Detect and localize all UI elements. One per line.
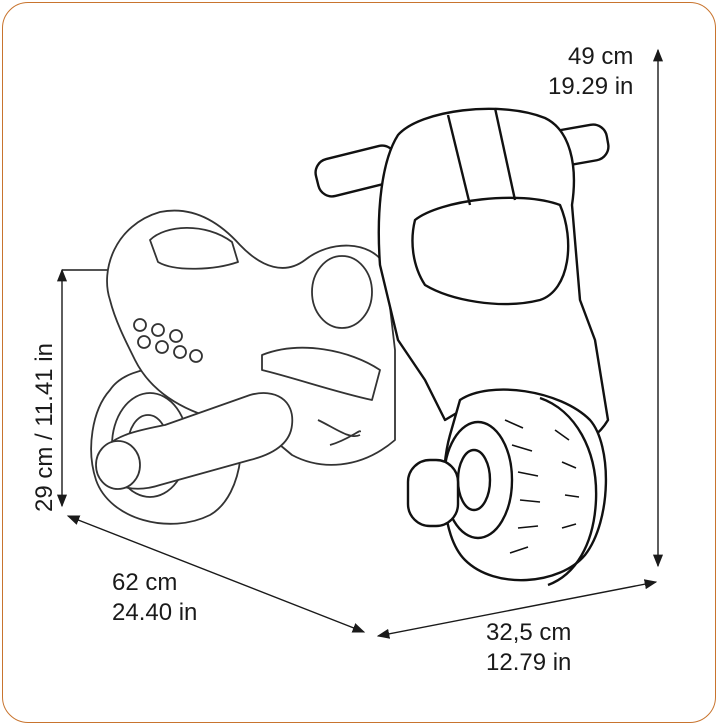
dimension-lines xyxy=(56,48,664,639)
height-imperial: 19.29 in xyxy=(548,73,634,100)
rear-section xyxy=(90,209,396,525)
front-fork-body xyxy=(377,107,610,445)
rear-swing-arm xyxy=(99,392,294,490)
tread-marks xyxy=(504,419,580,554)
front-wheel xyxy=(442,388,608,582)
height-metric: 49 cm xyxy=(568,43,634,70)
front-section xyxy=(314,107,610,587)
width-imperial: 12.79 in xyxy=(486,649,572,676)
depth-dimension-line xyxy=(66,515,366,633)
side-panel xyxy=(261,346,381,401)
seat-height-text: 29 cm / 11.41 in xyxy=(31,343,58,512)
height-dimension-label: 49 cm 19.29 in xyxy=(548,42,633,102)
depth-imperial: 24.40 in xyxy=(112,599,198,626)
front-axle-cap xyxy=(406,458,460,528)
width-dimension-line xyxy=(376,579,658,639)
width-metric: 32,5 cm xyxy=(486,619,572,646)
body-shell xyxy=(106,209,396,466)
depth-dimension-label: 62 cm 24.40 in xyxy=(112,568,197,628)
seat xyxy=(149,226,239,270)
width-dimension-label: 32,5 cm 12.79 in xyxy=(486,618,571,678)
seat-height-dimension-label: 29 cm / 11.41 in xyxy=(30,343,60,512)
side-emblem xyxy=(311,255,373,329)
vent-holes xyxy=(133,318,203,363)
headlight-panel xyxy=(411,196,570,306)
depth-metric: 62 cm xyxy=(112,569,178,596)
